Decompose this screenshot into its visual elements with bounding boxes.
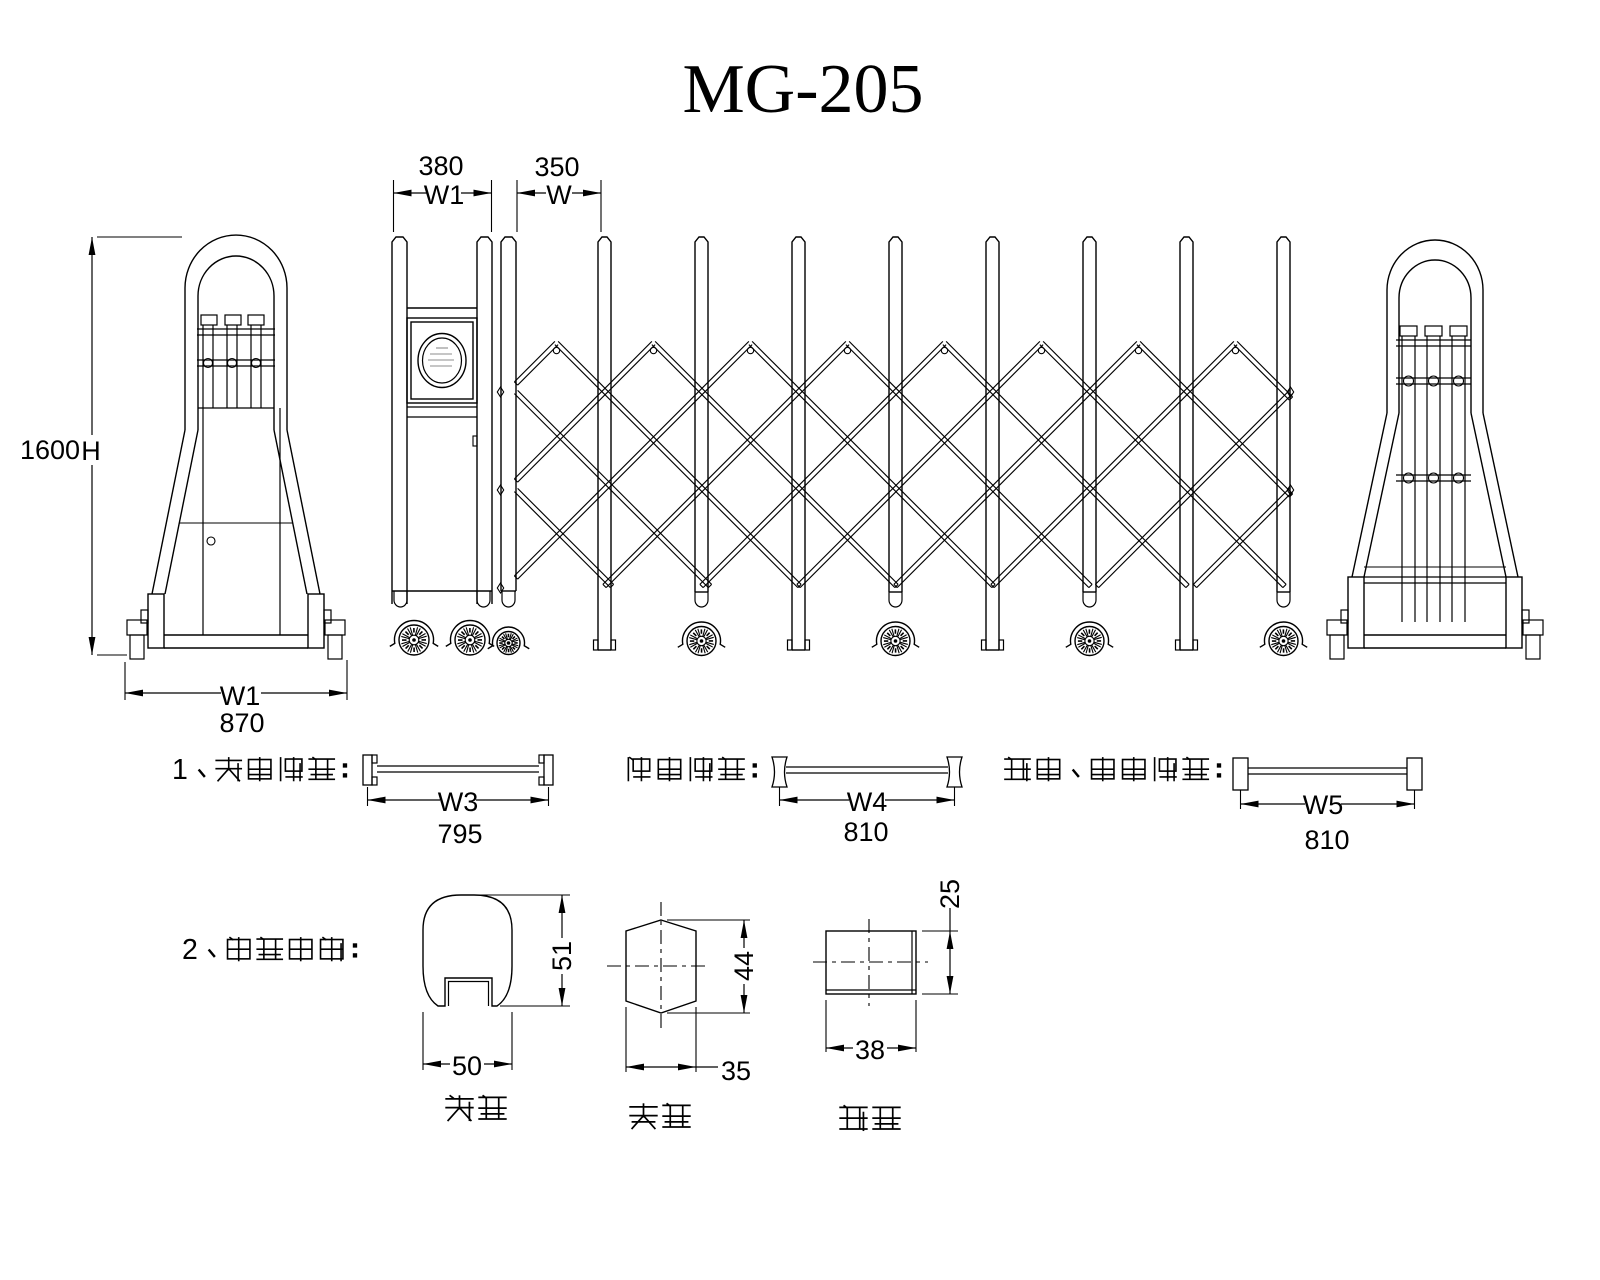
drawing-title: MG-205 [682,51,923,128]
label-material-spec: 2 [182,934,358,966]
dim-post-width-label: W1 [424,180,465,210]
label-main-material [445,1094,507,1122]
svg-text:1: 1 [172,754,188,786]
label-bottom-beam [839,1104,901,1132]
seal-marks [428,347,454,367]
dim-sub-width: 35 [721,1056,751,1086]
text-layer: MG-205 380 W1 350 W 1600 H W1 870 W3 795… [20,51,1350,1086]
left-end-post-front-view [126,234,346,660]
dim-main-width: 50 [452,1051,482,1081]
dim-height-value: 1600 [20,435,80,465]
dim-w5-value: 810 [1304,825,1349,855]
dim-base-width-label: W1 [220,681,261,711]
dim-sub-height: 44 [729,951,759,981]
w4-axle-figure [771,756,963,806]
dim-bay-width-label: W [546,180,572,210]
label-rail-track: 1 [172,754,348,786]
cjk-labels: 12 [172,754,1222,1132]
dim-beam-width: 38 [855,1035,885,1065]
sub-material-section [607,902,750,1072]
dim-w3-value: 795 [437,819,482,849]
w5-axle-figure [1232,757,1423,809]
label-single-track [1004,756,1222,782]
top-dimensions [392,180,602,232]
dim-bay-width-value: 350 [534,152,579,182]
dim-base-width-value: 870 [219,708,264,738]
dim-height-label: H [81,436,101,466]
w3-axle-figure [362,754,554,806]
dim-w4-label: W4 [847,787,888,817]
dim-post-width-value: 380 [418,151,463,181]
label-sub-material [629,1102,691,1130]
label-corner-track [627,756,757,782]
dim-main-height: 51 [547,941,577,971]
dim-w3-label: W3 [438,787,479,817]
gate-end-post-side-view [487,236,530,656]
height-dimension [88,236,182,656]
lattice-posts [592,236,1308,657]
dim-w5-label: W5 [1303,790,1344,820]
dim-w4-value: 810 [843,817,888,847]
bottom-beam-section [813,908,958,1052]
drawing-geometry [88,180,1544,1072]
svg-text:2: 2 [182,934,198,966]
main-material-section [422,894,570,1070]
motor-post-side-view [389,236,495,656]
dim-beam-height: 25 [935,879,965,909]
right-folded-gate-front-view [1326,239,1544,660]
base-width-dimension [124,660,348,700]
scissor-lattice [496,340,1295,595]
